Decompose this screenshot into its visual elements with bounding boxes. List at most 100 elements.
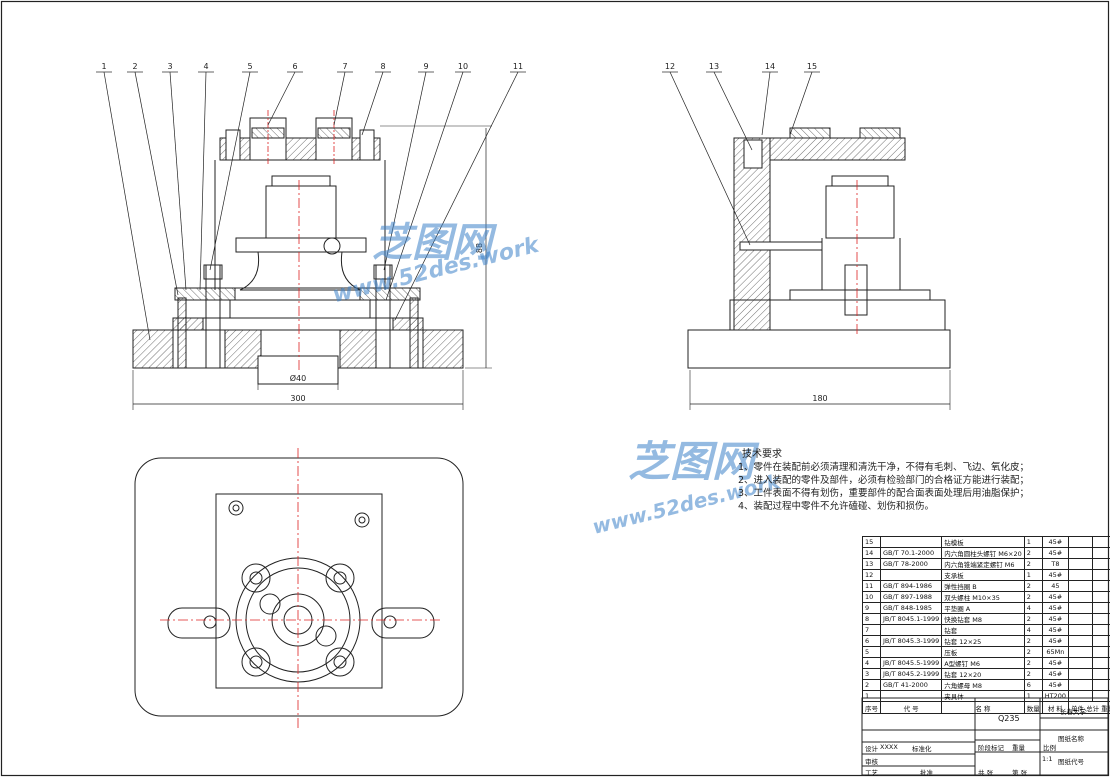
bom-cell-name: 平垫圈 A — [941, 602, 1025, 614]
bom-cell-name: 钻模板 — [941, 536, 1025, 548]
bom-cell-code: JB/T 8045.2-1999 — [879, 668, 943, 680]
bom-cell-empty — [1068, 679, 1094, 691]
bom-cell-name: 钻套 — [941, 624, 1025, 636]
watermark-cn-1: 芝图网 — [372, 220, 492, 266]
bom-cell-mat: 45# — [1041, 547, 1070, 559]
bom-cell-no: 6 — [862, 635, 881, 647]
bom-cell-code: GB/T 897-1988 — [879, 591, 943, 603]
bom-cell-code: GB/T 41-2000 — [879, 679, 943, 691]
note-item: 3、工件表面不得有划伤，重要部件的配合面表面处理后用油脂保护； — [738, 488, 1030, 499]
callout-12: 12 — [665, 62, 675, 71]
bom-cell-no: 7 — [862, 624, 881, 636]
bom-cell-empty — [1092, 679, 1110, 691]
bom-cell-qty: 1 — [1023, 690, 1043, 702]
top-view — [134, 448, 464, 728]
bom-cell-code — [879, 569, 943, 581]
bom-cell-no: 3 — [862, 668, 881, 680]
bom-cell-name: 钻套 12×25 — [941, 635, 1025, 647]
bom-cell-qty: 4 — [1023, 602, 1043, 614]
bom-cell-mat: 45# — [1041, 657, 1070, 669]
bom-cell-code: GB/T 78-2000 — [879, 558, 943, 570]
bom-cell-empty — [1068, 569, 1094, 581]
title-design-label: 设计 — [865, 745, 878, 753]
note-item: 1、零件在装配前必须清理和清洗干净，不得有毛刺、飞边、氧化皮； — [738, 462, 1030, 473]
bom-cell-code — [879, 536, 943, 548]
bom-cell-no: 13 — [862, 558, 881, 570]
bom-header-code: 代 号 — [879, 701, 943, 714]
bom-cell-no: 11 — [862, 580, 881, 592]
bom-cell-mat: 65Mn — [1041, 646, 1070, 658]
bom-cell-no: 1 — [862, 690, 881, 702]
bom-header-no: 序号 — [862, 701, 881, 714]
bom-cell-qty: 2 — [1023, 668, 1043, 680]
bom-cell-empty — [1092, 657, 1110, 669]
bom-cell-mat: 45# — [1041, 635, 1070, 647]
bom-cell-name: 夹具体 — [941, 690, 1025, 702]
bom-cell-no: 14 — [862, 547, 881, 559]
dim-width-front: 300 — [290, 394, 305, 403]
side-callout-numbers: 12 13 14 15 180 — [665, 62, 828, 403]
dim-height-front: 88 — [475, 243, 484, 253]
bom-cell-mat: 45# — [1041, 569, 1070, 581]
bom-cell-no: 2 — [862, 679, 881, 691]
callout-7: 7 — [342, 62, 347, 71]
bom-cell-empty — [1068, 580, 1094, 592]
bom-cell-qty: 1 — [1023, 536, 1043, 548]
callout-4: 4 — [203, 62, 208, 71]
bom-cell-mat: 45 — [1041, 580, 1070, 592]
bom-cell-qty: 2 — [1023, 591, 1043, 603]
callout-5: 5 — [247, 62, 252, 71]
bom-cell-name: 内六角锥端紧定螺钉 M6 — [941, 558, 1025, 570]
bom-cell-qty: 2 — [1023, 613, 1043, 625]
bom-cell-name: A型螺钉 M6 — [941, 657, 1025, 669]
bom-cell-empty — [1068, 624, 1094, 636]
front-callout-numbers: 1 2 3 4 5 6 7 8 9 10 11 300 Ø40 88 — [101, 62, 523, 403]
bom-cell-mat: 45# — [1041, 668, 1070, 680]
bom-cell-mat: 45# — [1041, 591, 1070, 603]
bom-cell-name: 弹性挡圈 B — [941, 580, 1025, 592]
side-callout-leaders — [662, 71, 820, 246]
bom-cell-empty — [1068, 558, 1094, 570]
bom-cell-empty — [1068, 547, 1094, 559]
bom-cell-empty — [1092, 536, 1110, 548]
title-scale-label: 比例 — [1043, 744, 1056, 752]
note-item: 4、装配过程中零件不允许磕碰、划伤和损伤。 — [738, 501, 935, 512]
bom-cell-mat: 45# — [1041, 536, 1070, 548]
bom-cell-code: JB/T 8045.5-1999 — [879, 657, 943, 669]
bom-cell-name: 压板 — [941, 646, 1025, 658]
bom-cell-code: JB/T 8045.1-1999 — [879, 613, 943, 625]
dim-width-side: 180 — [812, 394, 827, 403]
title-school: 长春大学 — [1060, 708, 1086, 716]
bom-cell-name: 六角螺母 M8 — [941, 679, 1025, 691]
bom-cell-qty: 2 — [1023, 547, 1043, 559]
title-drawing-name: 图纸名称 — [1058, 735, 1084, 743]
bom-cell-empty — [1092, 635, 1110, 647]
technical-requirements: 技术要求 1、零件在装配前必须清理和清洗干净，不得有毛刺、飞边、氧化皮； 2、进… — [738, 448, 1108, 513]
bom-cell-empty — [1068, 635, 1094, 647]
title-sheet-no: 第 张 — [1012, 769, 1028, 777]
bom-cell-no: 10 — [862, 591, 881, 603]
callout-11: 11 — [513, 62, 523, 71]
bom-cell-empty — [1092, 690, 1110, 702]
callout-3: 3 — [167, 62, 172, 71]
callout-10: 10 — [458, 62, 468, 71]
bom-header-weight: 单件 总计 重量 — [1068, 701, 1110, 714]
bom-header-qty: 数量 — [1023, 701, 1043, 714]
callout-1: 1 — [101, 62, 106, 71]
bom-cell-empty — [1068, 602, 1094, 614]
bom-cell-qty: 4 — [1023, 624, 1043, 636]
bom-header-mat: 材 料 — [1041, 701, 1070, 714]
bom-cell-empty — [1092, 613, 1110, 625]
title-material: Q235 — [998, 714, 1020, 723]
bom-cell-qty: 1 — [1023, 569, 1043, 581]
bom-cell-no: 4 — [862, 657, 881, 669]
